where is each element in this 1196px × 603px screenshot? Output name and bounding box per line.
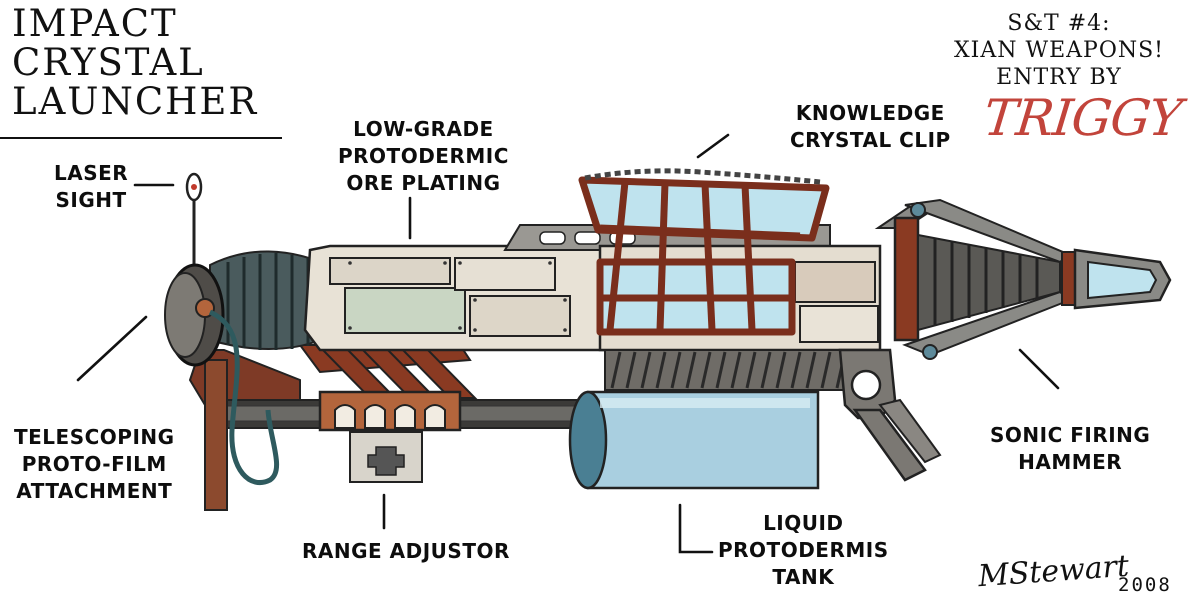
label-ore-plating: LOW-GRADE PROTODERMIC ORE PLATING (338, 117, 509, 195)
entry-line: S&T #4: (1007, 11, 1111, 36)
leader-lines (76, 133, 1060, 554)
laser-sight (185, 172, 203, 264)
leader-sonic-hammer (1018, 348, 1060, 390)
label-laser-sight: LASER SIGHT (54, 161, 129, 212)
leader-crystal-clip (696, 133, 730, 159)
title-line: IMPACT (12, 2, 178, 45)
ore-plating (303, 244, 612, 352)
label-proto-film: TELESCOPING PROTO-FILM ATTACHMENT (14, 425, 175, 503)
sonic-firing-hammer (874, 198, 1172, 360)
telescoping-attachment (164, 250, 321, 485)
label-liquid-tank: LIQUID PROTODERMIS TANK (718, 511, 889, 589)
range-adjustor (318, 390, 462, 483)
leader-proto-film (76, 315, 148, 382)
entry-header: S&T #4: XIAN WEAPONS! ENTRY BY (935, 10, 1183, 91)
label-crystal-clip: KNOWLEDGE CRYSTAL CLIP (790, 101, 951, 152)
entry-line: ENTRY BY (996, 65, 1122, 90)
liquid-tank (568, 390, 820, 490)
heat-grill (604, 349, 856, 391)
label-sonic-hammer: SONIC FIRING HAMMER (990, 423, 1151, 474)
leader-liquid-tank (678, 503, 714, 554)
author-name: TRIGGY (980, 89, 1184, 147)
title-line: LAUNCHER (12, 80, 259, 123)
trigger-grip (838, 348, 942, 482)
signature-year: 2008 (1118, 574, 1172, 596)
entry-line: XIAN WEAPONS! (953, 38, 1165, 63)
title-line: CRYSTAL (12, 41, 205, 84)
page-title: IMPACT CRYSTAL LAUNCHER (12, 4, 258, 121)
label-range-adjustor: RANGE ADJUSTOR (302, 539, 510, 563)
crystal-clip (578, 168, 830, 336)
